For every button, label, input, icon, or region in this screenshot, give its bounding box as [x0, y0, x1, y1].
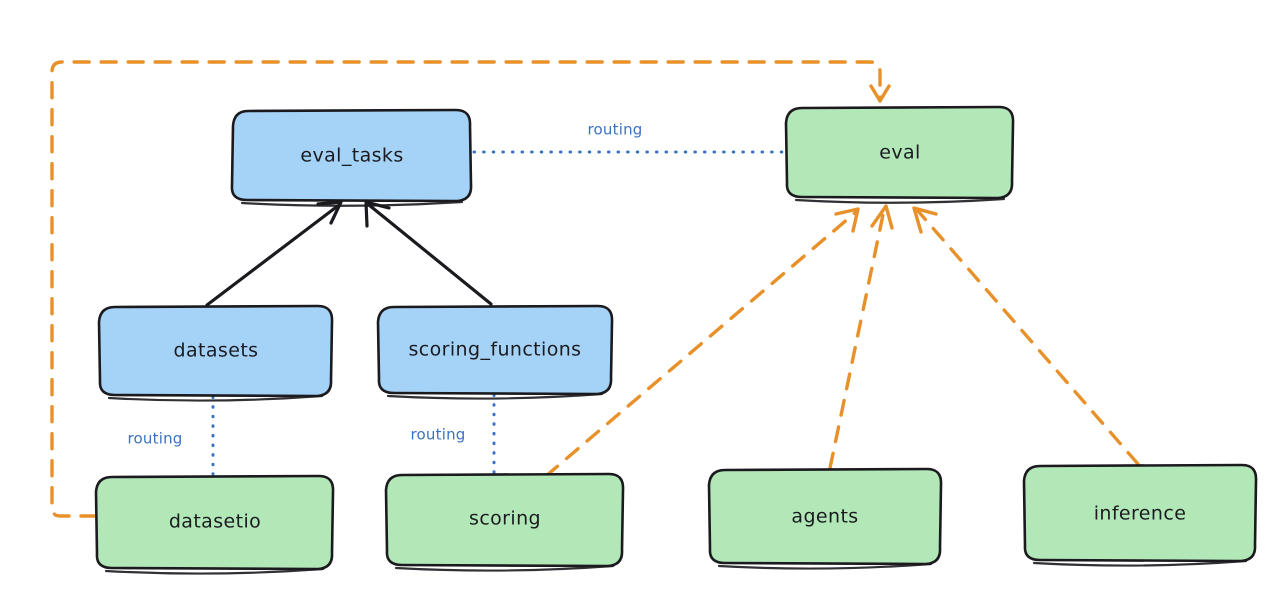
node-eval-label: eval: [879, 142, 920, 164]
node-scoring_functions-shape: [376, 304, 614, 396]
node-scoring-label: scoring: [469, 508, 541, 530]
edge-label-routing-eval_tasks-eval: routing: [588, 121, 643, 139]
edge-datasetio-to-eval: [50, 60, 891, 518]
node-inference[interactable]: inference: [1022, 463, 1258, 567]
node-agents[interactable]: agents: [707, 467, 943, 570]
node-eval_tasks-label: eval_tasks: [300, 145, 403, 167]
node-scoring_functions[interactable]: scoring_functions: [376, 304, 614, 400]
node-agents-shape: [707, 467, 943, 566]
node-datasetio-label: datasetio: [169, 511, 261, 533]
edge-label-routing-scoring_functions-scoring: routing: [411, 426, 466, 444]
node-inference-shape: [1022, 463, 1258, 563]
node-scoring-shape: [384, 472, 625, 568]
node-agents-label: agents: [791, 506, 858, 528]
edge-label-routing-datasets-datasetio: routing: [128, 430, 183, 448]
node-datasets-label: datasets: [174, 340, 259, 362]
node-eval[interactable]: eval: [784, 105, 1015, 204]
node-eval_tasks-shape: [230, 108, 473, 203]
node-scoring_functions-label: scoring_functions: [409, 339, 582, 361]
edge-agents-to-eval: [828, 204, 894, 470]
edge-datasets-to-eval_tasks: [205, 200, 343, 307]
node-scoring[interactable]: scoring: [384, 472, 625, 572]
edge-scoring_functions-to-eval_tasks: [364, 200, 493, 306]
node-eval_tasks[interactable]: eval_tasks: [230, 108, 473, 207]
node-eval-shape: [784, 105, 1015, 200]
node-datasetio[interactable]: datasetio: [94, 474, 335, 575]
node-datasets[interactable]: datasets: [97, 304, 334, 402]
node-datasets-shape: [97, 304, 334, 398]
edge-scoring-to-eval: [544, 207, 860, 478]
edge-inference-to-eval: [912, 206, 1140, 466]
node-inference-label: inference: [1094, 503, 1187, 525]
node-datasetio-shape: [94, 474, 335, 571]
